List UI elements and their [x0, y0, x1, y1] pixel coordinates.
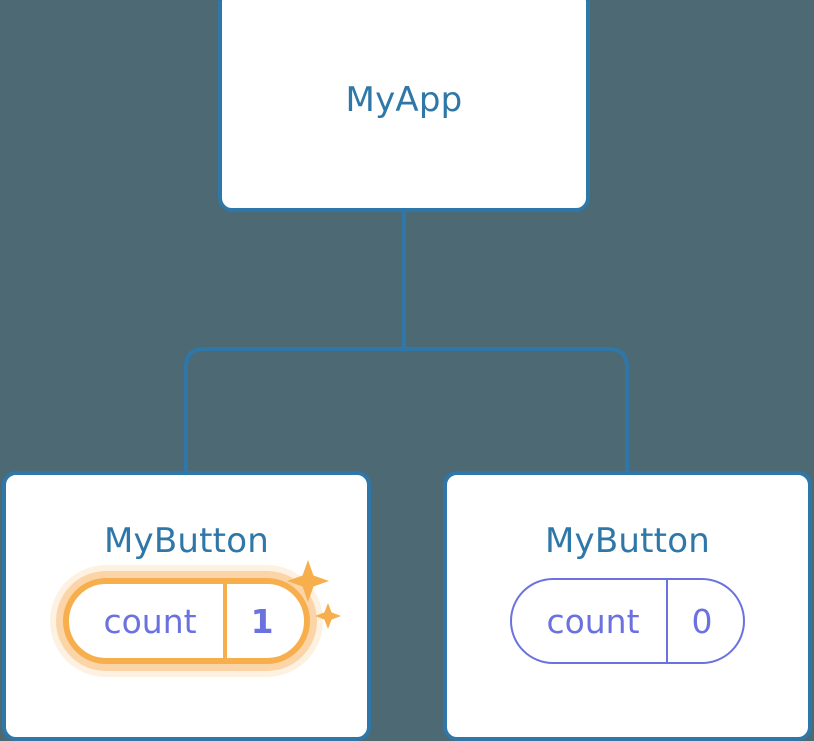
node-mybutton-right-label: MyButton [545, 521, 710, 561]
connector-rail [184, 347, 629, 471]
state-value-label: 1 [222, 584, 304, 658]
node-mybutton-left-label: MyButton [104, 521, 269, 561]
state-key-label: count [546, 601, 640, 641]
node-myapp-label: MyApp [345, 80, 463, 120]
node-myapp[interactable]: MyApp [218, 0, 590, 212]
state-key-label: count [103, 601, 197, 641]
state-pill-wrap-right: count 0 [447, 578, 808, 664]
node-mybutton-left[interactable]: MyButton count 1 [2, 471, 371, 741]
state-value-label: 0 [665, 580, 743, 662]
node-mybutton-right[interactable]: MyButton count 0 [443, 471, 812, 741]
state-pill-count[interactable]: count 0 [510, 578, 745, 664]
state-pill-wrap-left: count 1 [6, 560, 367, 664]
sparkle-small-icon [314, 603, 341, 629]
state-pill-count-active[interactable]: count 1 [63, 560, 341, 664]
